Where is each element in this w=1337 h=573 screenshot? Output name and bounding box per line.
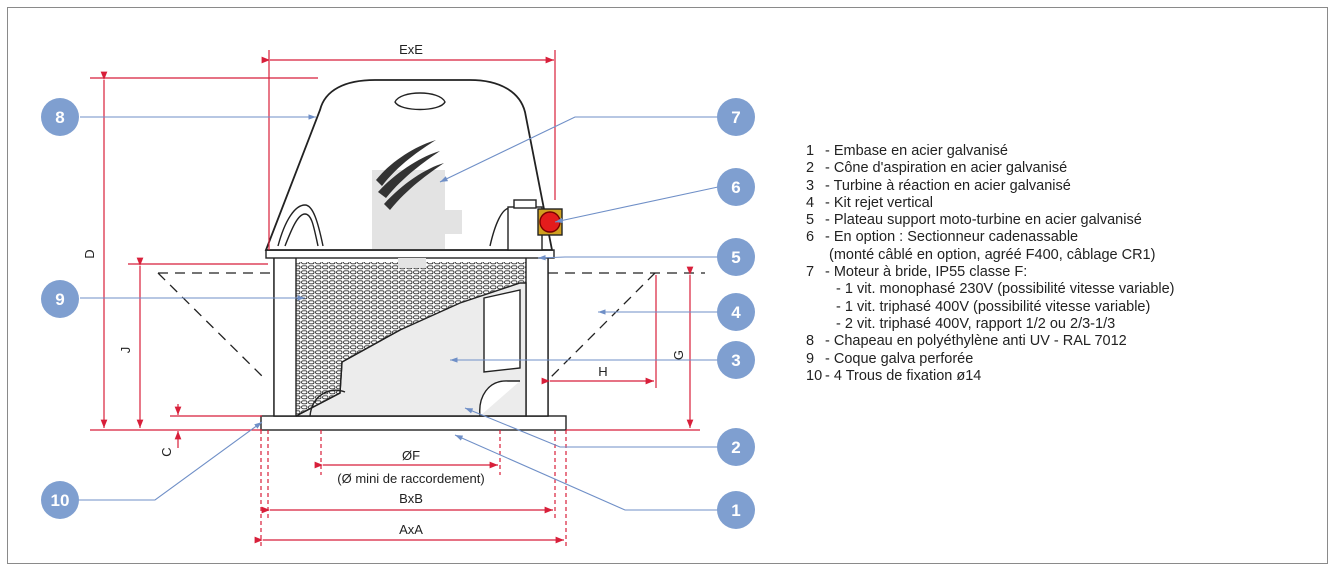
dim-label-of-note: (Ø mini de raccordement) (337, 471, 484, 486)
badge-3: 3 (717, 341, 755, 379)
badge-8: 8 (41, 98, 79, 136)
badge-10: 10 (41, 481, 79, 519)
svg-text:5: 5 (731, 248, 740, 267)
svg-text:7: 7 (731, 108, 740, 127)
legend-item-6-note: (monté câblé en option, agréé F400, câbl… (829, 246, 1156, 263)
hood (264, 79, 554, 251)
svg-text:3: 3 (731, 351, 740, 370)
legend-item-5: 5- Plateau support moto-turbine en acier… (806, 212, 1142, 229)
svg-text:4: 4 (731, 303, 741, 322)
badge-7: 7 (717, 98, 755, 136)
legend-item-8: 8- Chapeau en polyéthylène anti UV - RAL… (806, 333, 1127, 350)
dim-label-bxb: BxB (399, 491, 423, 506)
legend-item-6: 6- En option : Sectionneur cadenassable (806, 229, 1079, 246)
parts-legend: 1- Embase en acier galvanisé 2- Cône d'a… (806, 143, 1175, 385)
badge-6: 6 (717, 168, 755, 206)
legend-item-10: 10- 4 Trous de fixation ø14 (806, 367, 982, 384)
dim-label-d: D (82, 249, 97, 258)
dim-label-c: C (159, 447, 174, 456)
badge-4: 4 (717, 293, 755, 331)
legend-item-4: 4- Kit rejet vertical (806, 194, 933, 211)
dimension-lines (90, 50, 700, 548)
legend-item-7-option-b: - 1 vit. triphasé 400V (possibilité vite… (836, 298, 1151, 315)
dim-label-axa: AxA (399, 522, 423, 537)
figure-frame (7, 7, 1328, 564)
badge-2: 2 (717, 428, 755, 466)
legend-item-7-option-c: - 2 vit. triphasé 400V, rapport 1/2 ou 2… (836, 315, 1116, 332)
legend-item-2: 2- Cône d'aspiration en acier galvanisé (806, 160, 1068, 177)
isolator-switch (507, 199, 563, 251)
motor-plate (265, 249, 555, 259)
legend-item-9: 9- Coque galva perforée (806, 350, 974, 367)
legend-item-7: 7- Moteur à bride, IP55 classe F: (806, 264, 1028, 281)
svg-text:2: 2 (731, 438, 740, 457)
dim-label-j: J (118, 347, 133, 354)
legend-item-3: 3- Turbine à réaction en acier galvanisé (806, 177, 1071, 194)
base-plate (260, 415, 567, 431)
badge-5: 5 (717, 238, 755, 276)
dim-label-h: H (598, 364, 607, 379)
dim-label-g: G (671, 350, 686, 360)
badges: 8 9 10 7 6 5 4 3 (41, 98, 755, 529)
legend-item-1: 1- Embase en acier galvanisé (806, 143, 1008, 159)
svg-text:9: 9 (55, 290, 64, 309)
fan-body (260, 79, 567, 431)
leader-lines (60, 114, 719, 511)
legend-item-7-option-a: - 1 vit. monophasé 230V (possibilité vit… (836, 281, 1175, 298)
badge-1: 1 (717, 491, 755, 529)
dim-label-exe: ExE (399, 42, 423, 57)
dim-label-of: ØF (402, 448, 420, 463)
badge-9: 9 (41, 280, 79, 318)
svg-text:6: 6 (731, 178, 740, 197)
vertical-discharge-kit (157, 272, 705, 381)
svg-text:10: 10 (51, 491, 70, 510)
svg-text:1: 1 (731, 501, 740, 520)
svg-text:8: 8 (55, 108, 64, 127)
